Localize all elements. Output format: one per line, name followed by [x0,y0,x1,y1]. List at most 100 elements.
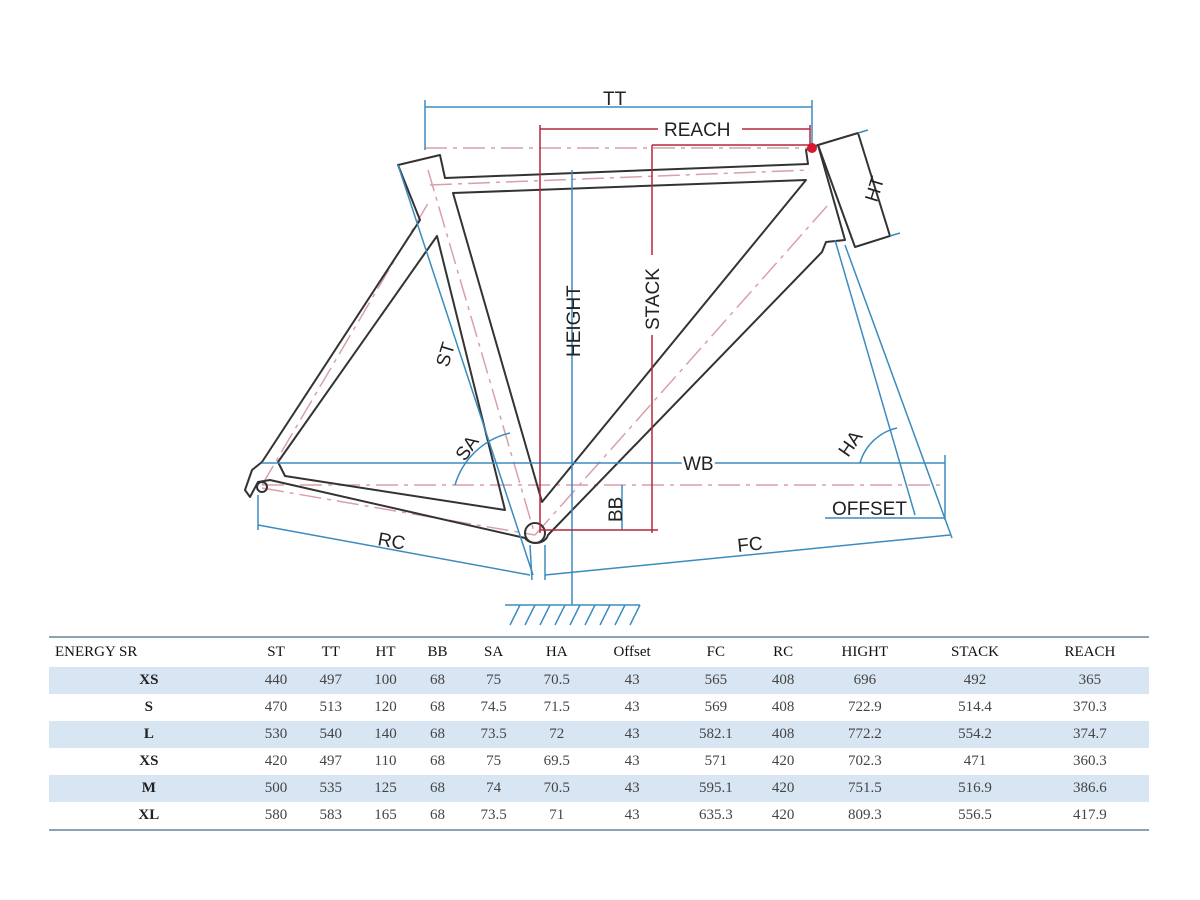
value-cell: 68 [412,775,463,802]
geometry-table: ENERGY SR ST TT HT BB SA HA Offset FC RC… [49,636,1149,831]
value-cell: 69.5 [543,753,570,769]
value-cell: 71 [549,807,565,823]
label-height: HEIGHT [564,285,585,357]
label-stack: STACK [643,268,664,330]
value-cell: 556.5 [958,807,992,823]
value-cell: 471 [963,753,987,769]
reach-stack-lines [539,125,812,533]
label-wb: WB [683,454,714,475]
value-cell: 635.3 [698,807,733,823]
value-cell: 71.5 [543,699,570,715]
value-cell: 809.3 [847,807,882,823]
col-header: ST [267,644,285,660]
value-cell: 74.5 [480,699,507,715]
value-cell: 492 [919,667,1031,694]
label-st: ST [433,340,460,370]
col-header: SA [484,644,504,660]
value-cell: 497 [303,667,359,694]
col-header: STACK [951,644,1000,660]
value-cell: 43 [588,667,676,694]
value-cell: 43 [588,775,676,802]
label-bb: BB [606,497,627,522]
value-cell: 420 [771,807,795,823]
value-cell: 569 [704,699,728,715]
value-cell: 68 [429,753,445,769]
value-cell: 772.2 [810,721,920,748]
value-cell: 408 [755,721,811,748]
col-header: TT [321,644,340,660]
value-cell: 554.2 [919,721,1031,748]
value-cell: 417.9 [1073,807,1107,823]
table-header-row: ENERGY SR ST TT HT BB SA HA Offset FC RC… [49,637,1149,667]
value-cell: 73.5 [462,721,526,748]
value-cell: 75 [462,667,526,694]
value-cell: 583 [319,807,343,823]
value-cell: 74 [462,775,526,802]
value-cell: 470 [264,699,288,715]
value-cell: 75 [486,753,502,769]
size-cell: L [49,721,249,748]
size-cell: XS [139,753,159,769]
size-cell: XL [138,807,160,823]
label-tt: TT [603,89,627,110]
value-cell: 360.3 [1073,753,1107,769]
value-cell: 72 [525,721,589,748]
value-cell: 420 [264,753,288,769]
ground-hatch [509,604,641,626]
value-cell: 68 [412,721,463,748]
value-cell: 497 [319,753,343,769]
value-cell: 43 [588,721,676,748]
value-cell: 43 [624,699,640,715]
value-cell: 696 [810,667,920,694]
col-header: FC [706,644,725,660]
reach-stack-point [807,143,817,153]
value-cell: 365 [1030,667,1149,694]
value-cell: 70.5 [525,775,589,802]
value-cell: 408 [771,699,795,715]
value-cell: 370.3 [1073,699,1107,715]
frame-geometry-diagram: TT REACH HT STACK HEIGHT ST SA HA WB BB … [244,89,953,626]
value-cell: 68 [429,807,445,823]
value-cell: 140 [358,721,413,748]
value-cell: 580 [264,807,288,823]
value-cell: 100 [358,667,413,694]
value-cell: 500 [248,775,304,802]
value-cell: 513 [319,699,343,715]
col-header: HA [545,644,568,660]
value-cell: 514.4 [958,699,992,715]
value-cell: 70.5 [525,667,589,694]
value-cell: 73.5 [480,807,507,823]
value-cell: 540 [303,721,359,748]
col-header: HIGHT [841,644,889,660]
value-cell: 420 [755,775,811,802]
value-cell: 386.6 [1030,775,1149,802]
value-cell: 43 [624,807,640,823]
value-cell: 516.9 [919,775,1031,802]
value-cell: 571 [704,753,728,769]
size-cell: S [144,699,153,715]
size-cell: XS [49,667,249,694]
dimension-lines [257,100,953,606]
value-cell: 125 [358,775,413,802]
value-cell: 68 [412,667,463,694]
value-cell: 530 [248,721,304,748]
col-header: RC [773,644,794,660]
label-offset: OFFSET [832,499,907,520]
col-header: ENERGY SR [55,644,138,660]
value-cell: 535 [303,775,359,802]
col-header: BB [427,644,448,660]
value-cell: 120 [374,699,397,715]
value-cell: 702.3 [847,753,882,769]
label-rc: RC [376,529,407,554]
size-cell: M [49,775,249,802]
value-cell: 440 [248,667,304,694]
value-cell: 420 [771,753,795,769]
label-sa: SA [452,432,484,465]
label-ht: HT [862,174,890,205]
